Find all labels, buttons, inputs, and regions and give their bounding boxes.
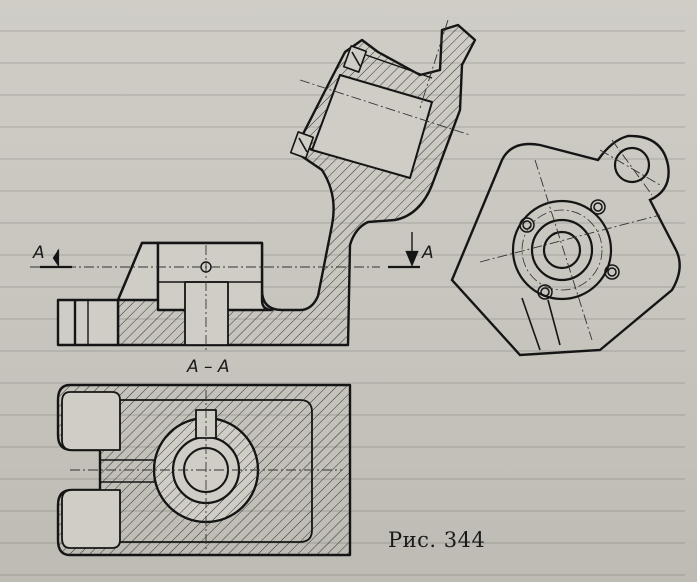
section-view: [56, 383, 352, 557]
side-outline: [450, 134, 681, 357]
front-screw-top: [342, 45, 368, 73]
front-arm-bore: [311, 74, 433, 179]
figure-caption: Рис. 344: [388, 528, 486, 552]
front-hole: [184, 281, 229, 346]
front-screw-bottom: [289, 131, 315, 159]
cut-label-left: А: [32, 243, 45, 263]
section-title: А – А: [186, 357, 230, 377]
front-view: [30, 19, 477, 352]
cut-marker-left: [40, 248, 72, 269]
cut-label-right: А: [421, 243, 434, 263]
side-bolt-holes: [519, 199, 620, 300]
cut-marker-right: [388, 232, 420, 269]
side-view: [450, 134, 681, 357]
